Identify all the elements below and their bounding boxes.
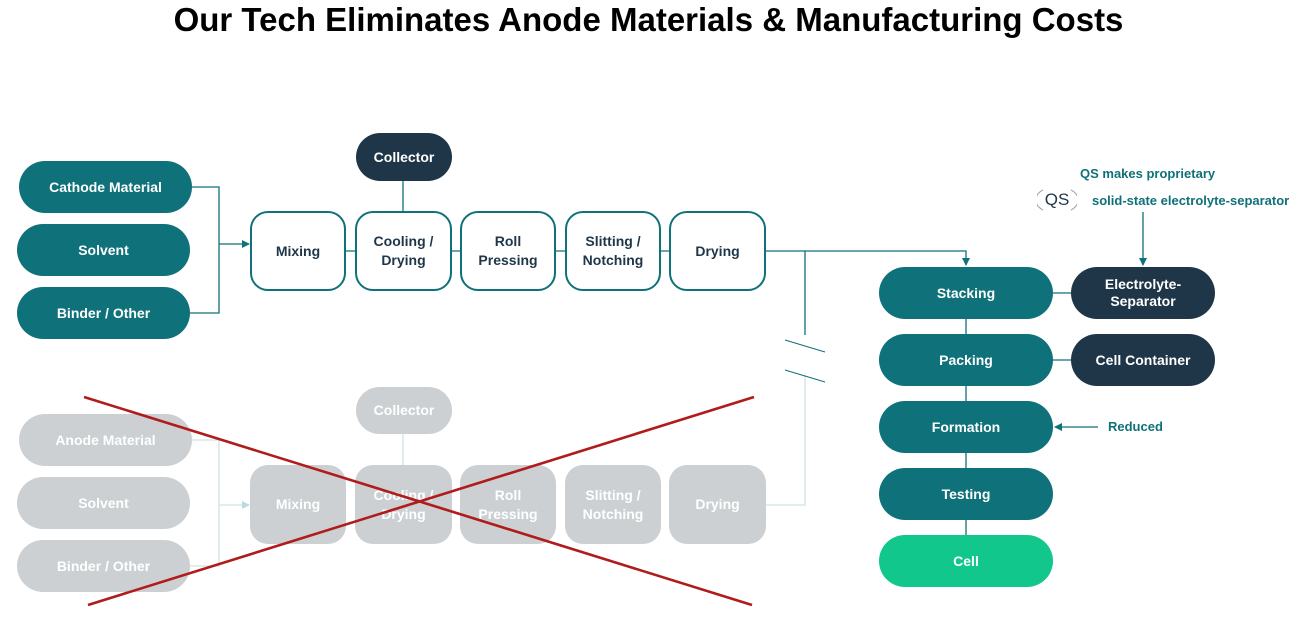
reduced-label: Reduced [1108, 419, 1163, 434]
step-drying: Drying [669, 211, 766, 291]
qs-logo-icon: QS [1037, 186, 1077, 214]
qs-note-line1: QS makes proprietary [1080, 166, 1216, 181]
step-testing: Testing [879, 468, 1053, 520]
anode-step-drying: Drying [669, 465, 766, 544]
step-stacking: Stacking [879, 267, 1053, 319]
step-roll-pressing: Roll Pressing [460, 211, 556, 291]
anode-input-solvent: Solvent [17, 477, 190, 529]
step-mixing: Mixing [250, 211, 346, 291]
anode-step-slitting-notching: Slitting / Notching [565, 465, 661, 544]
step-packing: Packing [879, 334, 1053, 386]
anode-input-binder-other: Binder / Other [17, 540, 190, 592]
input-binder-other: Binder / Other [17, 287, 190, 339]
anode-step-roll-pressing: Roll Pressing [460, 465, 556, 544]
collector-node: Collector [356, 133, 452, 181]
anode-collector-node: Collector [356, 387, 452, 434]
step-cooling-drying: Cooling / Drying [355, 211, 452, 291]
final-cell: Cell [879, 535, 1053, 587]
input-solvent: Solvent [17, 224, 190, 276]
step-slitting-notching: Slitting / Notching [565, 211, 661, 291]
step-formation: Formation [879, 401, 1053, 453]
qs-note-line2: solid-state electrolyte-separator [1092, 193, 1290, 208]
cell-container-node: Cell Container [1071, 334, 1215, 386]
anode-step-mixing: Mixing [250, 465, 346, 544]
electrolyte-separator-node: Electrolyte- Separator [1071, 267, 1215, 319]
page-title: Our Tech Eliminates Anode Materials & Ma… [173, 1, 1124, 38]
input-cathode-material: Cathode Material [19, 161, 192, 213]
